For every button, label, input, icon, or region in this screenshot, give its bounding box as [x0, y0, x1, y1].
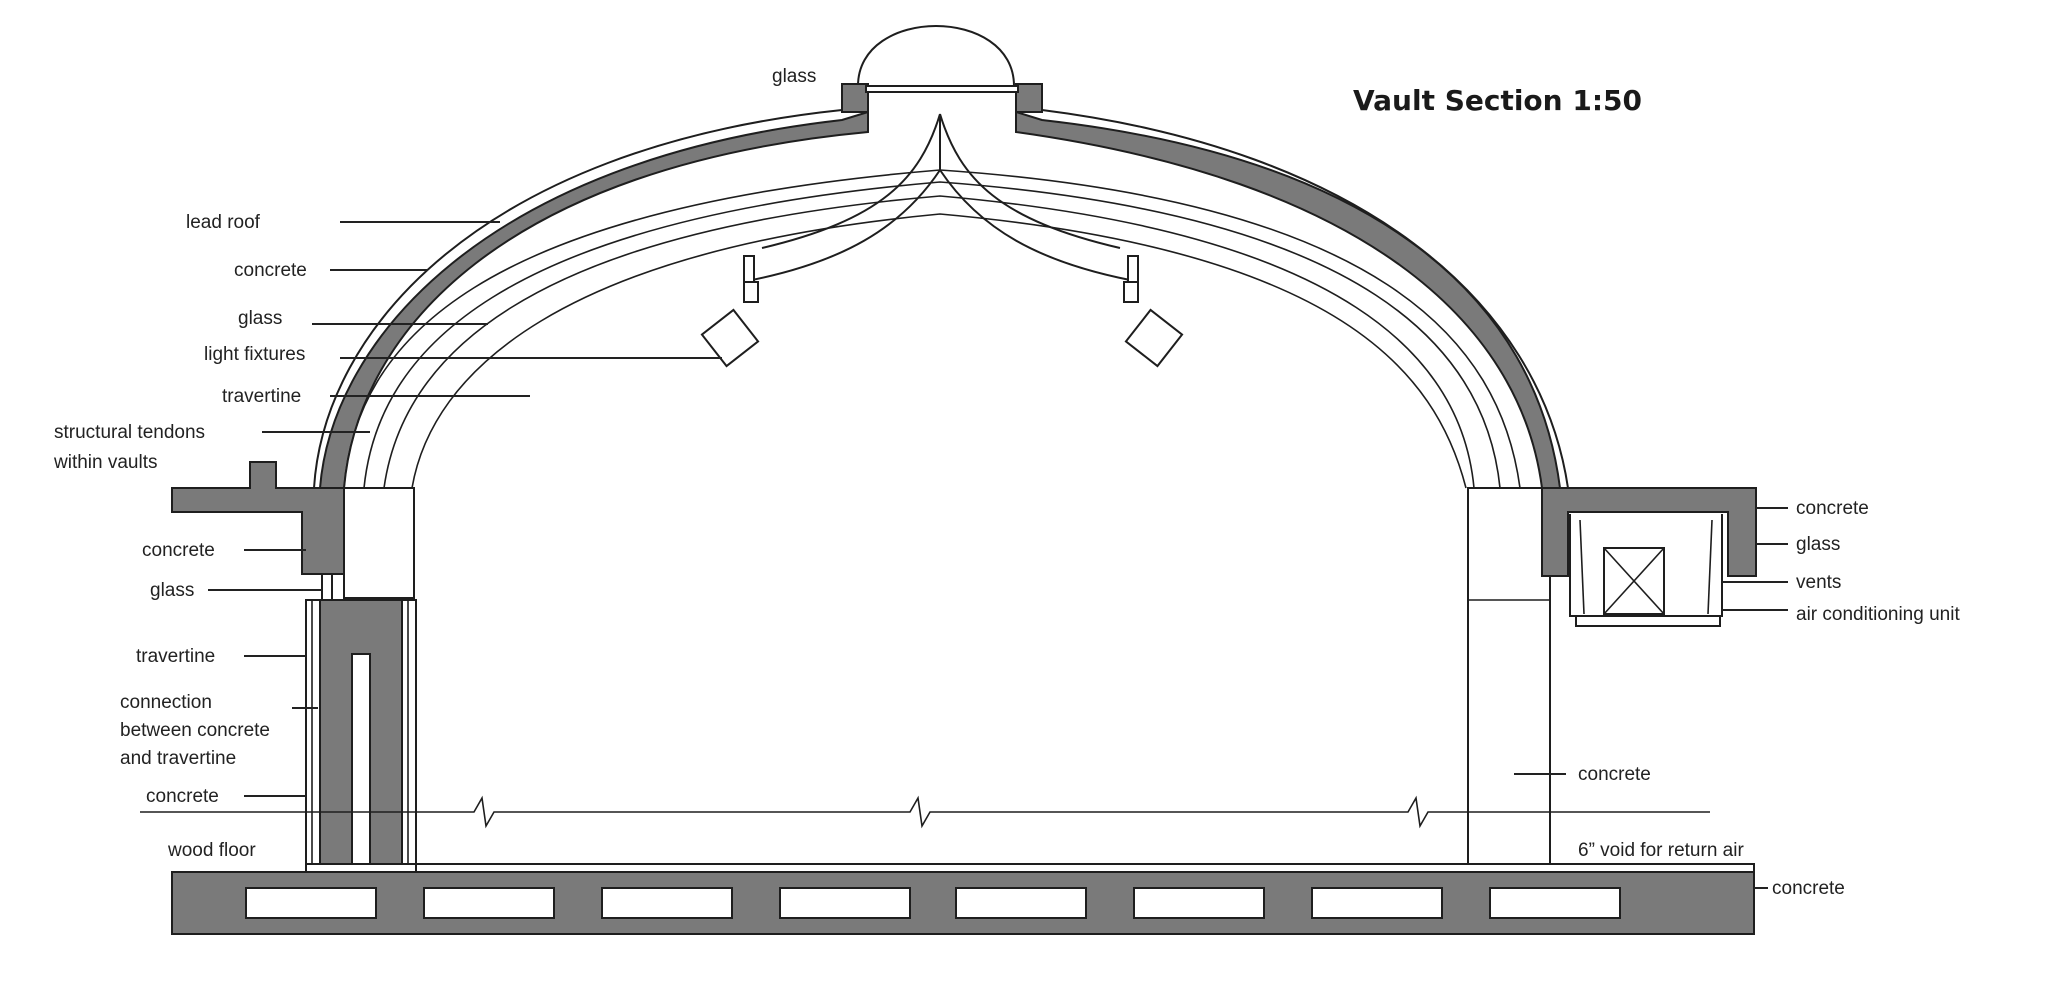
- label-concrete-wall-left: concrete: [146, 786, 219, 807]
- label-connection-1: connection: [120, 692, 212, 713]
- light-fixture-left: [700, 308, 760, 368]
- air-conditioning-unit: [1569, 514, 1723, 627]
- concrete-roof-shell-right: [1015, 110, 1562, 489]
- label-vents: vents: [1796, 572, 1841, 593]
- right-pier: [1467, 487, 1551, 865]
- label-concrete-roof: concrete: [234, 260, 307, 281]
- lead-roof-line: [313, 109, 843, 489]
- left-pier: [343, 487, 415, 599]
- skylight-dome: [857, 25, 1015, 87]
- light-fixture-rig: [743, 113, 1139, 303]
- skylight-frame: [841, 83, 1043, 113]
- label-concrete-left-block: concrete: [142, 540, 215, 561]
- floor-voids: [245, 887, 1621, 919]
- label-travertine-vault: travertine: [222, 386, 301, 407]
- label-concrete-right-wall: concrete: [1578, 764, 1651, 785]
- label-glass-left: glass: [150, 580, 194, 601]
- diagram-title: Vault Section 1:50: [1353, 84, 1642, 117]
- label-light-fixtures: light fixtures: [204, 344, 305, 365]
- label-tendons-2: within vaults: [53, 452, 158, 473]
- label-lead-roof: lead roof: [186, 212, 261, 233]
- left-wall-section: [305, 599, 417, 871]
- label-connection-2: between concrete: [120, 720, 270, 741]
- label-travertine-wall: travertine: [136, 646, 215, 667]
- break-line: [140, 795, 1710, 829]
- light-fixture-right: [1124, 308, 1184, 368]
- right-concrete-beam: [1541, 487, 1757, 577]
- label-void-return-air: 6” void for return air: [1578, 840, 1744, 861]
- wood-floor-strip: [415, 863, 1755, 873]
- label-glass-vault: glass: [238, 308, 282, 329]
- leader-lines: [208, 221, 1788, 889]
- travertine-vault: [383, 195, 1475, 489]
- concrete-roof-shell-left: [318, 110, 869, 489]
- label-ac-unit: air conditioning unit: [1796, 604, 1960, 625]
- label-tendons-1: structural tendons: [54, 422, 205, 443]
- label-glass-top: glass: [772, 66, 816, 87]
- label-wood-floor: wood floor: [167, 840, 256, 861]
- label-concrete-base: concrete: [1772, 878, 1845, 899]
- label-connection-3: and travertine: [120, 748, 236, 769]
- label-glass-right: glass: [1796, 534, 1840, 555]
- label-concrete-right-top: concrete: [1796, 498, 1869, 519]
